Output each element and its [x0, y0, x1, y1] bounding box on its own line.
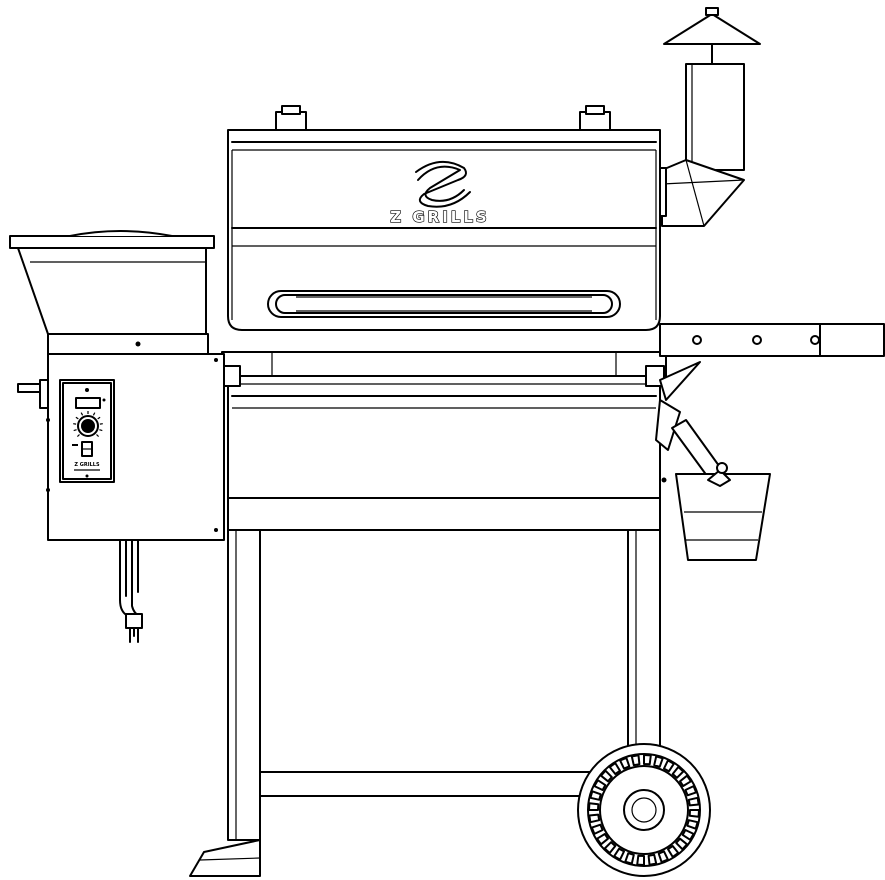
z-grills-logo-icon — [415, 161, 471, 208]
plug-icon — [125, 613, 143, 629]
temperature-controller: Z GRILLS — [59, 379, 115, 483]
wheel-icon — [577, 743, 711, 877]
display-screen — [75, 397, 101, 409]
grill-lid — [227, 105, 667, 331]
lid-brand-text: Z GRILLS — [390, 208, 489, 226]
cart-frame — [189, 497, 661, 877]
power-cord — [119, 539, 143, 643]
side-shelf — [659, 323, 885, 401]
temperature-dial[interactable] — [73, 411, 103, 438]
controller-brand-text: Z GRILLS — [74, 462, 100, 468]
lid-handle[interactable] — [267, 290, 621, 318]
grill-body — [211, 351, 667, 499]
pellet-hopper — [9, 230, 225, 541]
grease-bucket — [655, 399, 771, 561]
smokestack — [661, 7, 761, 227]
